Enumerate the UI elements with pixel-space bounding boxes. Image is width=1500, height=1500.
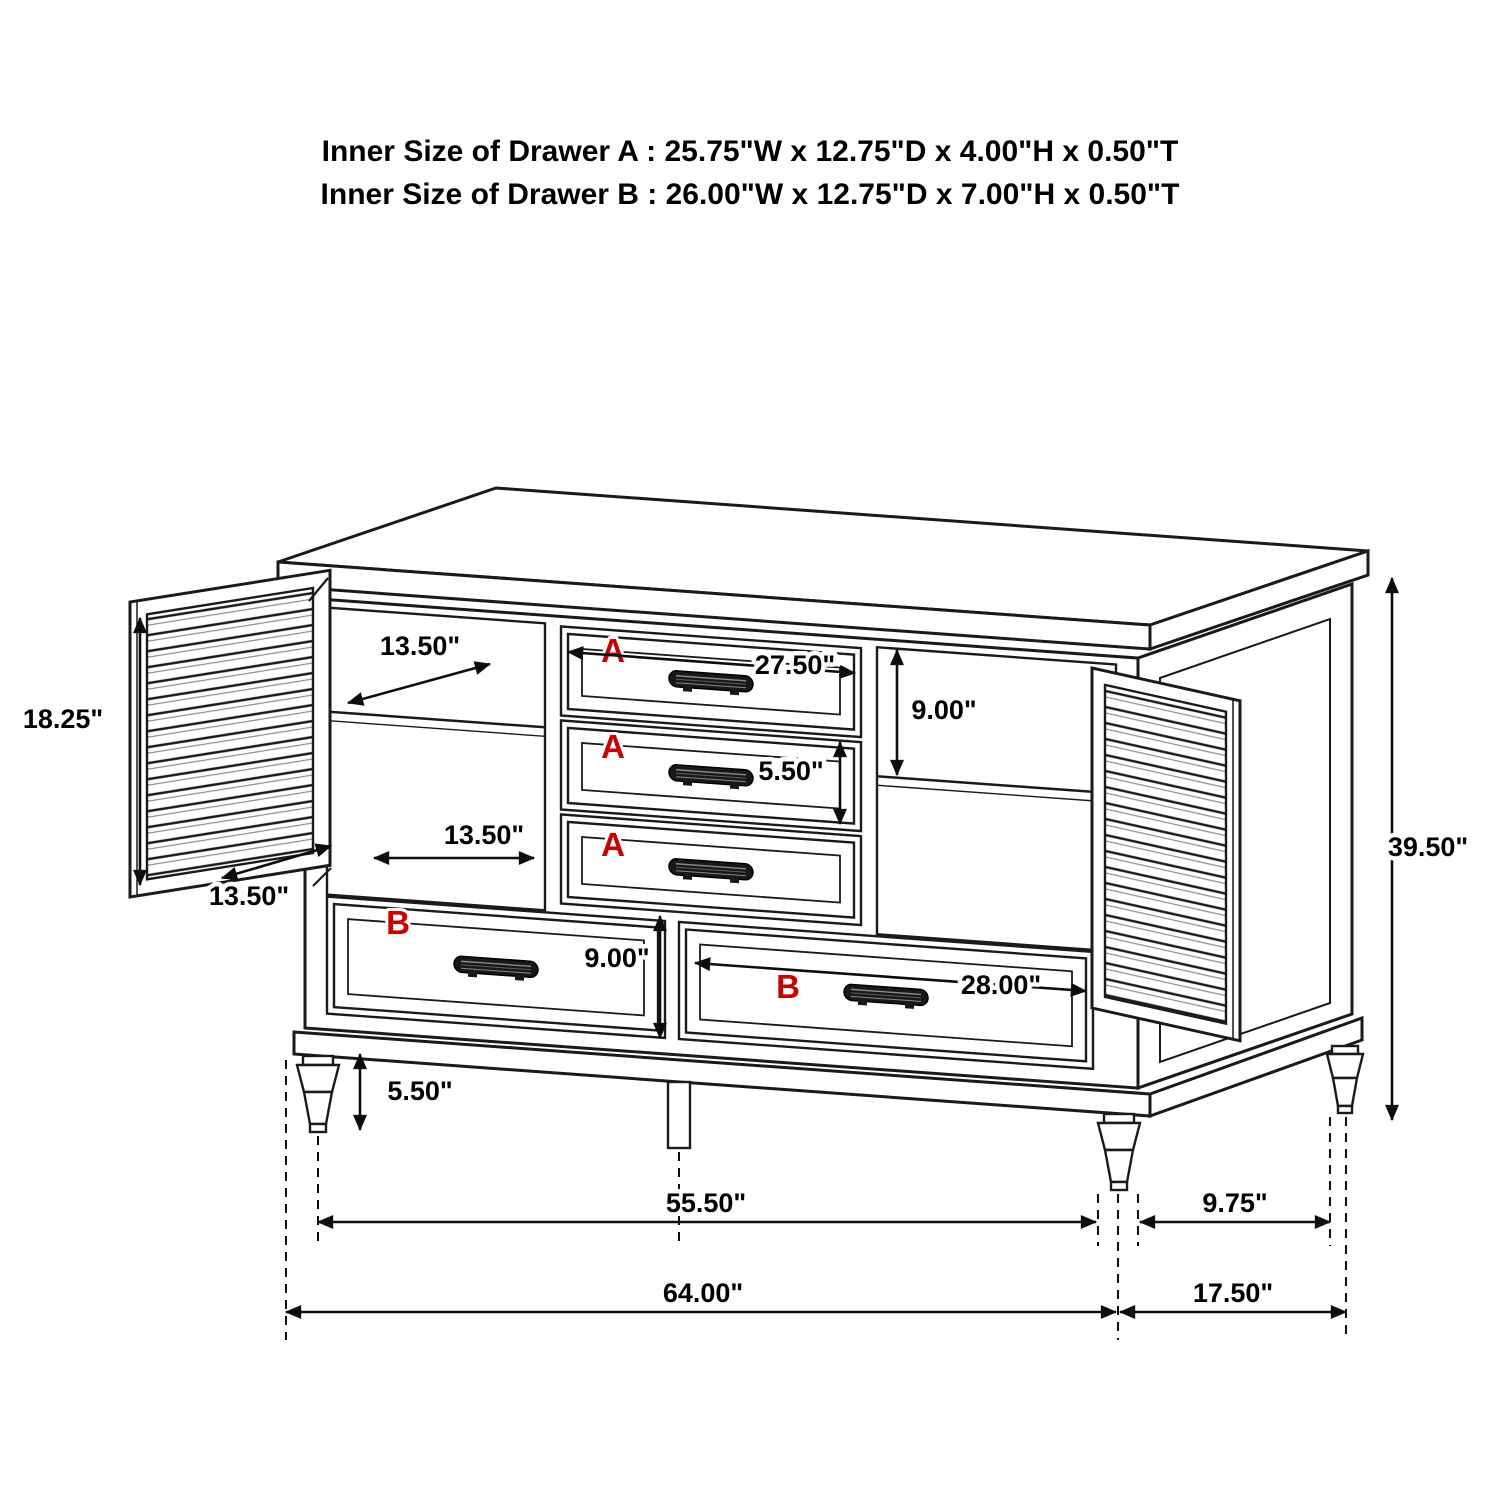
drawer-a3-bevel — [581, 836, 841, 904]
drawer-a1-letter: A — [601, 632, 625, 669]
left-shelf-front-edge — [327, 710, 545, 729]
drawer-b1-letter: B — [386, 904, 410, 941]
dim-drawer-b-width: 28.00" — [693, 957, 1088, 1005]
dim-total-width-label: 64.00" — [663, 1278, 743, 1308]
left-louvered-door — [128, 568, 332, 899]
left-shelf-thickness — [327, 719, 545, 738]
dim-right-compartment-height-label: 9.00" — [911, 695, 976, 725]
left-door-top-hinge — [308, 577, 329, 602]
dim-compartment-width-label: 13.50" — [444, 820, 524, 850]
right-louvered-door — [1090, 666, 1242, 1043]
dresser-top-slab — [276, 486, 1370, 652]
drawer-a-inner-size-text: Inner Size of Drawer A : 25.75"W x 12.75… — [321, 135, 1179, 168]
right-door-louvers — [1103, 683, 1228, 1026]
dim-drawer-a-width-label: 27.50" — [755, 650, 835, 680]
left-front-foot — [295, 1054, 341, 1134]
right-compartment — [875, 645, 1118, 953]
center-support-post — [666, 1080, 692, 1150]
left-door-louvers — [145, 586, 315, 881]
dim-drawer-b-height-label: 9.00" — [584, 943, 649, 973]
dim-shelf-depth-top: 13.50" — [346, 627, 492, 706]
drawer-b1-bevel — [347, 918, 645, 1017]
right-shelf-thickness — [877, 784, 1116, 804]
dim-door-height-label: 18.25" — [23, 704, 103, 734]
dim-total-height: 39.50" — [1383, 576, 1473, 1122]
dim-total-depth: 17.50" — [1118, 1274, 1348, 1319]
dim-drawer-a-height-label: 5.50" — [758, 756, 823, 786]
dim-total-depth-label: 17.50" — [1193, 1278, 1273, 1308]
base-molding-side — [1148, 1015, 1364, 1119]
back-right-foot — [1325, 1044, 1365, 1115]
dim-drawer-a-height: 5.50" — [754, 740, 847, 826]
dim-total-height-label: 39.50" — [1388, 832, 1468, 862]
drawer-a3-letter: A — [601, 826, 625, 863]
right-front-foot — [1096, 1112, 1142, 1192]
dim-door-width: 13.50" — [204, 843, 333, 916]
dim-right-compartment-height: 9.00" — [890, 648, 981, 777]
dim-door-height: 18.25" — [18, 616, 147, 887]
base-molding — [292, 1015, 1364, 1119]
dim-feet-span-depth: 9.75" — [1138, 1184, 1332, 1229]
drawer-a2-letter: A — [601, 728, 625, 765]
dim-door-width-label: 13.50" — [209, 881, 289, 911]
dim-drawer-a-width: 27.50" — [566, 646, 857, 685]
dim-feet-span-width: 55.50" — [316, 1184, 1098, 1229]
dim-compartment-width: 13.50" — [372, 816, 536, 865]
dim-foot-height: 5.50" — [353, 1052, 457, 1132]
dim-drawer-b-width-label: 28.00" — [961, 970, 1041, 1000]
drawer-b2-letter: B — [776, 968, 800, 1005]
dim-shelf-depth-top-label: 13.50" — [380, 631, 460, 661]
drawer-b-inner-size-text: Inner Size of Drawer B : 26.00"W x 12.75… — [320, 178, 1180, 211]
dim-total-width: 64.00" — [284, 1274, 1118, 1319]
front-face — [303, 596, 1140, 1090]
right-shelf-front-edge — [877, 775, 1116, 795]
projection-lines — [285, 1060, 1347, 1340]
top-right-edge — [1148, 548, 1370, 652]
title-block: Inner Size of Drawer A : 25.75"W x 12.75… — [0, 130, 1500, 216]
dim-drawer-b-height: 9.00" — [580, 914, 667, 1040]
drawer-a-stack — [559, 625, 863, 927]
dim-foot-height-label: 5.50" — [387, 1076, 452, 1106]
dim-feet-span-width-label: 55.50" — [666, 1188, 746, 1218]
dim-feet-span-depth-label: 9.75" — [1202, 1188, 1267, 1218]
